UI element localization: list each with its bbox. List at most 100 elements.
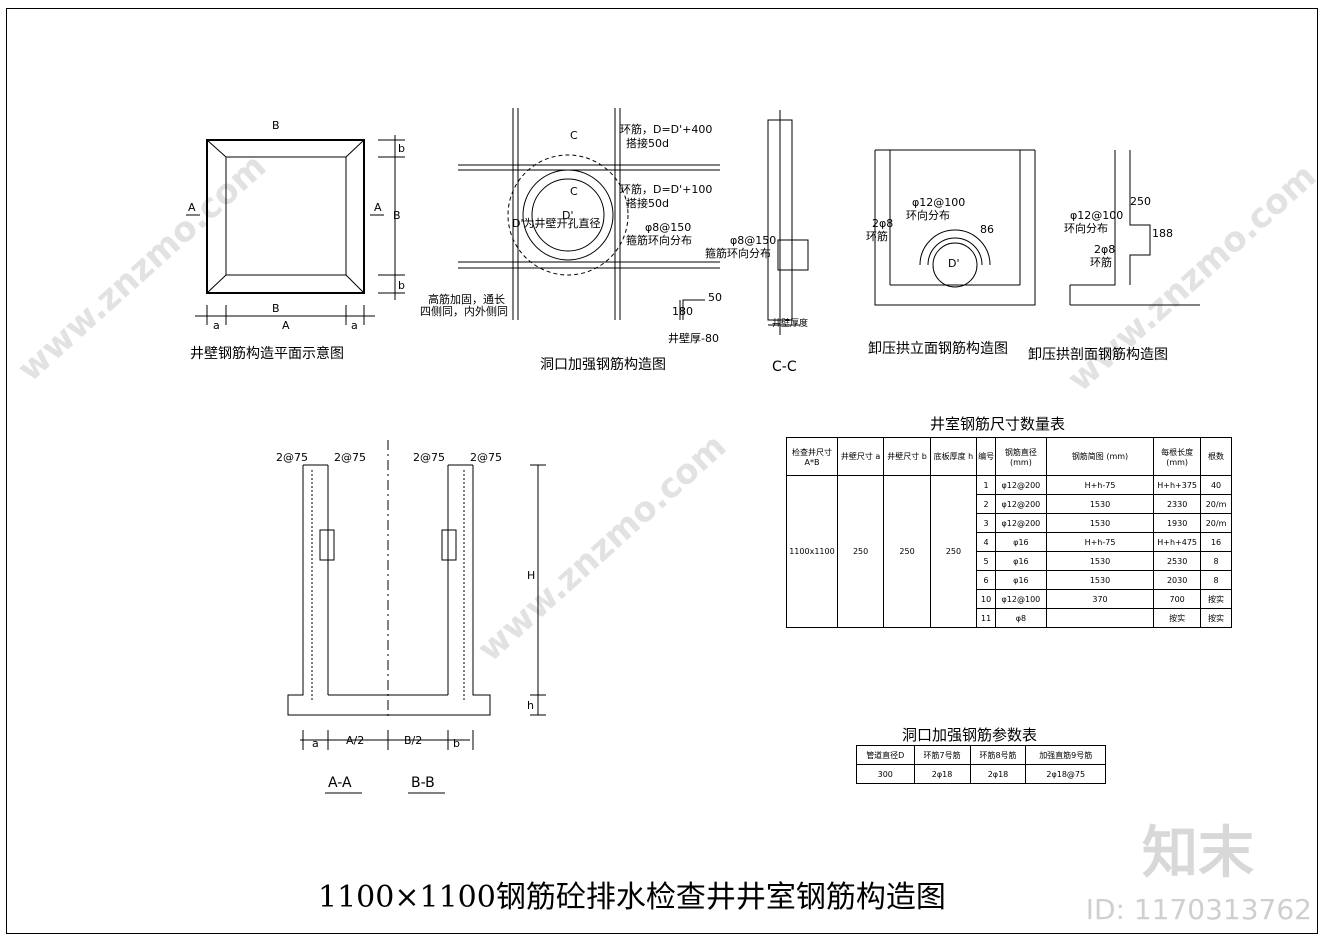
table1-header: 根数: [1200, 437, 1232, 476]
table1-cell: 8: [1200, 551, 1232, 571]
opening-lap2: 搭接50d: [626, 197, 669, 210]
arch-sec-caption: 卸压拱剖面钢筋构造图: [1028, 347, 1168, 363]
opening-dprime: D'为井壁开孔直径: [512, 217, 601, 230]
table1-cell: H+h+475: [1153, 532, 1202, 552]
arch-elev-caption: 卸压拱立面钢筋构造图: [868, 341, 1008, 357]
opening-note2: 四侧同，内外侧同: [420, 305, 508, 318]
table1-cell: 370: [1045, 589, 1155, 609]
cc-base: 井壁厚度: [772, 319, 809, 329]
plan-caption: 井壁钢筋构造平面示意图: [190, 346, 344, 362]
table1-cell: φ16: [995, 532, 1047, 552]
table1-a: 250: [836, 475, 885, 628]
plan-sec-B-top: B: [272, 119, 280, 132]
opening-stir1: φ8@150: [645, 221, 692, 234]
arch-elev-r2b: 环筋: [866, 230, 888, 243]
table2-title: 洞口加强钢筋参数表: [902, 726, 1038, 744]
table1-cell: 按实: [1200, 608, 1232, 628]
table2-header: 环筋8号筋: [969, 745, 1027, 765]
table1-header: 钢筋直径 (mm): [995, 437, 1047, 476]
table1-cell: 40: [1200, 475, 1232, 495]
section-top4: 2@75: [470, 451, 502, 464]
plan-sec-A-right: A: [374, 201, 382, 214]
opening-caption: 洞口加强钢筋构造图: [540, 357, 666, 373]
opening-d180: 180: [672, 305, 693, 318]
section-caption-BB: B-B: [411, 775, 435, 791]
table1-header: 编号: [976, 437, 997, 476]
table1-h: 250: [929, 475, 978, 628]
plan-dim-b: b: [398, 142, 405, 155]
opening-stir2b: 箍筋环向分布: [705, 247, 771, 260]
arch-sec-d250: 250: [1130, 195, 1151, 208]
arch-elev-d86: 86: [980, 223, 994, 236]
rebar-quantity-table: 检查井尺寸 A*B 井壁尺寸 a 井壁尺寸 b 底板厚度 h 编号 钢筋直径 (…: [786, 437, 1232, 628]
table2-header: 管道直径D: [856, 745, 915, 765]
table1-size: 1100x1100: [786, 475, 838, 628]
table1-cell: 5: [976, 551, 997, 571]
table1-cell: 1530: [1045, 513, 1155, 533]
table2-cell: 2φ18@75: [1025, 764, 1106, 784]
arch-elev-D: D': [948, 257, 960, 270]
table1-cell: 20/m: [1200, 513, 1232, 533]
opening-secC-top: C: [570, 129, 578, 142]
table1-header: 检查井尺寸 A*B: [786, 437, 838, 476]
section-a: a: [312, 737, 319, 750]
section-top3: 2@75: [413, 451, 445, 464]
opening-note1: 高筋加固，通长: [428, 293, 505, 306]
table2-header: 加强直筋9号筋: [1025, 745, 1106, 765]
plan-sec-A-left: A: [188, 201, 196, 214]
opening-wall: 井壁厚-80: [668, 332, 719, 345]
table1-cell: H+h-75: [1045, 475, 1155, 495]
table1-cell: [1045, 608, 1155, 628]
section-caption-AA: A-A: [328, 775, 352, 791]
watermark-brand: 知末: [1142, 821, 1254, 886]
table1-cell: H+h+375: [1153, 475, 1202, 495]
arch-elev-r1b: 环向分布: [906, 209, 950, 222]
opening-ring1: 环筋，D=D'+400: [620, 123, 713, 136]
table1-cell: 8: [1200, 570, 1232, 590]
table1-cell: 2030: [1153, 570, 1202, 590]
table1-cell: 11: [976, 608, 997, 628]
watermark-id: ID: 1170313762: [1085, 893, 1312, 926]
opening-ring2: 环筋，D=D'+100: [620, 183, 713, 196]
plan-dim-B: B: [393, 209, 401, 222]
table1-header: 钢筋简图 (mm): [1045, 437, 1155, 476]
opening-secC-mid: C: [570, 185, 578, 198]
arch-sec-r2b: 环筋: [1090, 256, 1112, 269]
table1-cell: 700: [1153, 589, 1202, 609]
arch-sec-r1b: 环向分布: [1064, 222, 1108, 235]
drawing-title: 1100×1100钢筋砼排水检查井井室钢筋构造图: [318, 880, 946, 915]
section-B2: B/2: [404, 734, 423, 747]
table1-cell: 1: [976, 475, 997, 495]
table1-title: 井室钢筋尺寸数量表: [930, 415, 1066, 433]
plan-dim-a: a: [213, 319, 220, 332]
table1-cell: φ12@100: [995, 589, 1047, 609]
table1-cell: 1530: [1045, 570, 1155, 590]
table1-header: 底板厚度 h: [929, 437, 978, 476]
arch-elev-r1: φ12@100: [912, 196, 966, 209]
table1-cell: 2: [976, 494, 997, 514]
opening-stir1b: 箍筋环向分布: [626, 234, 692, 247]
section-top2: 2@75: [334, 451, 366, 464]
table1-header: 井壁尺寸 a: [836, 437, 885, 476]
arch-sec-r1: φ12@100: [1070, 209, 1124, 222]
table1-cell: φ12@200: [995, 475, 1047, 495]
table1-cell: φ16: [995, 551, 1047, 571]
plan-dim-b2: b: [398, 279, 405, 292]
table1-cell: 2330: [1153, 494, 1202, 514]
table1-cell: φ12@200: [995, 513, 1047, 533]
arch-sec-r2: 2φ8: [1094, 243, 1116, 256]
table2-cell: 2φ18: [969, 764, 1027, 784]
table1-cell: φ8: [995, 608, 1047, 628]
opening-d50: 50: [708, 291, 722, 304]
table1-cell: 4: [976, 532, 997, 552]
plan-dim-a2: a: [351, 319, 358, 332]
section-top1: 2@75: [276, 451, 308, 464]
table1-cell: 10: [976, 589, 997, 609]
table1-cell: 1530: [1045, 494, 1155, 514]
plan-dim-A: A: [282, 319, 290, 332]
cc-caption: C-C: [772, 359, 797, 375]
opening-param-table: 管道直径D 环筋7号筋 环筋8号筋 加强直筋9号筋 300 2φ18 2φ18 …: [856, 745, 1106, 784]
table1-cell: 6: [976, 570, 997, 590]
table1-cell: 1930: [1153, 513, 1202, 533]
